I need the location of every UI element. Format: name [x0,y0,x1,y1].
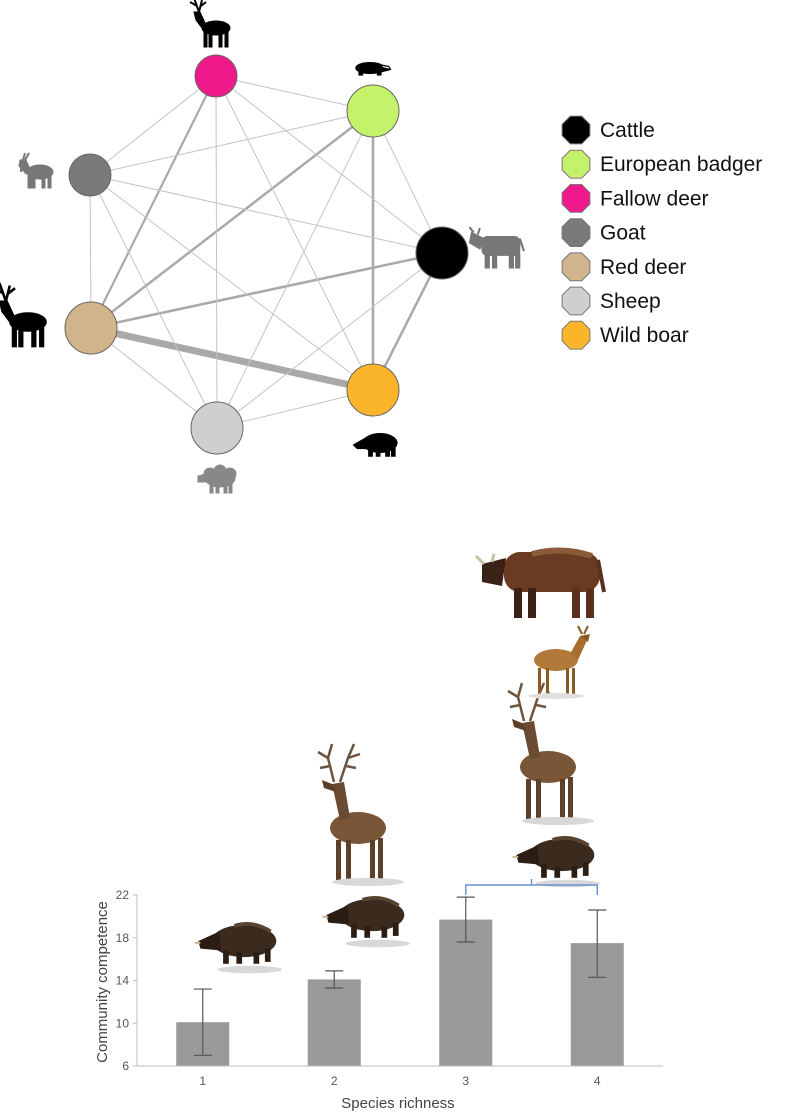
edge-sheep-boar [216,389,374,429]
edge-reddeer-sheep [90,327,218,429]
sheep-silhouette-icon [197,464,237,494]
legend-marker [561,252,591,282]
legend-item: Wild boar [561,320,689,350]
legend-item: Cattle [561,115,655,145]
edge-goat-badger [89,110,374,176]
cattle-photo-icon [476,550,604,618]
animal-photo-stacks [192,550,604,976]
boar-photo-icon [192,922,284,976]
legend-item: Sheep [561,286,661,316]
deer-silhouette-icon [0,281,48,349]
node-fallow [194,54,238,98]
legend-item: Red deer [561,252,686,282]
legend-item: Goat [561,218,646,247]
legend-label: Red deer [600,256,686,279]
legend-label: Cattle [600,119,655,142]
legend-marker [561,320,591,350]
edge-fallow-boar [215,75,374,391]
goat-silhouette-icon [18,152,54,189]
y-tick-label: 6 [122,1059,129,1073]
y-tick-label: 18 [116,931,130,945]
edge-fallow-goat [89,75,217,176]
x-tick-label: 3 [462,1074,469,1088]
stag-silhouette-icon [189,0,231,48]
badger-silhouette-icon [355,61,392,76]
red-deer-photo-icon [506,681,596,827]
node-badger [346,84,400,138]
edge-goat-boar [89,174,374,391]
cow-silhouette-icon [468,226,526,270]
bar-chart: 6 10 14 18 22 1 2 3 4 Species richness Community… [94,550,663,1112]
x-tick-label: 2 [331,1074,338,1088]
node-cattle [415,226,469,280]
edge-fallow-cattle [215,75,443,254]
x-axis-title: Species richness [341,1095,454,1112]
edge-cattle-sheep [216,252,443,429]
error-bar-2 [325,970,344,989]
y-tick-label: 14 [116,974,130,988]
error-bar-4 [588,909,607,978]
fallow-deer-photo-icon [527,625,591,700]
y-tick-label: 10 [116,1016,130,1030]
legend-item: Fallow deer [561,184,709,213]
bar-3 [439,919,493,1066]
y-axis-title: Community competence [94,901,111,1063]
axes: 6 10 14 18 22 1 2 3 4 [116,888,663,1088]
x-tick-label: 4 [594,1074,601,1088]
edge-fallow-sheep [215,75,218,429]
error-bars [193,896,607,1056]
legend-marker [561,184,591,213]
legend-label: Goat [600,222,646,245]
boar-photo-icon [320,896,412,950]
red-deer-photo-icon [316,742,406,888]
legend-label: Fallow deer [600,187,709,210]
edge-badger-sheep [216,110,374,429]
error-bar-1 [193,988,212,1056]
bars [176,919,624,1066]
error-bar-3 [456,896,475,943]
legend-marker [561,286,591,316]
bracket-line [465,879,598,895]
edge-reddeer-fallow [90,75,217,329]
significance-bracket [465,879,598,895]
legend-marker [561,218,591,247]
network-nodes [64,54,469,455]
edge-goat-sheep [89,174,218,429]
boar-silhouette-icon [352,433,398,457]
legend-label: Sheep [600,290,661,313]
node-goat [68,153,112,197]
bar-2 [307,979,361,1066]
edge-reddeer-cattle [90,251,443,330]
edge-goat-cattle [89,174,443,254]
boar-photo-icon [510,836,602,890]
node-reddeer [64,301,118,355]
legend-label: European badger [600,153,762,176]
x-tick-label: 1 [199,1074,206,1088]
edge-reddeer-boar [90,324,374,394]
legend-marker [561,149,591,179]
legend-marker [561,115,591,145]
edge-fallow-badger [215,75,374,112]
y-tick-label: 22 [116,888,130,902]
legend-label: Wild boar [600,324,689,347]
node-boar [346,363,400,417]
edge-reddeer-badger [90,110,374,329]
node-sheep [190,401,244,455]
legend-item: European badger [561,149,762,179]
